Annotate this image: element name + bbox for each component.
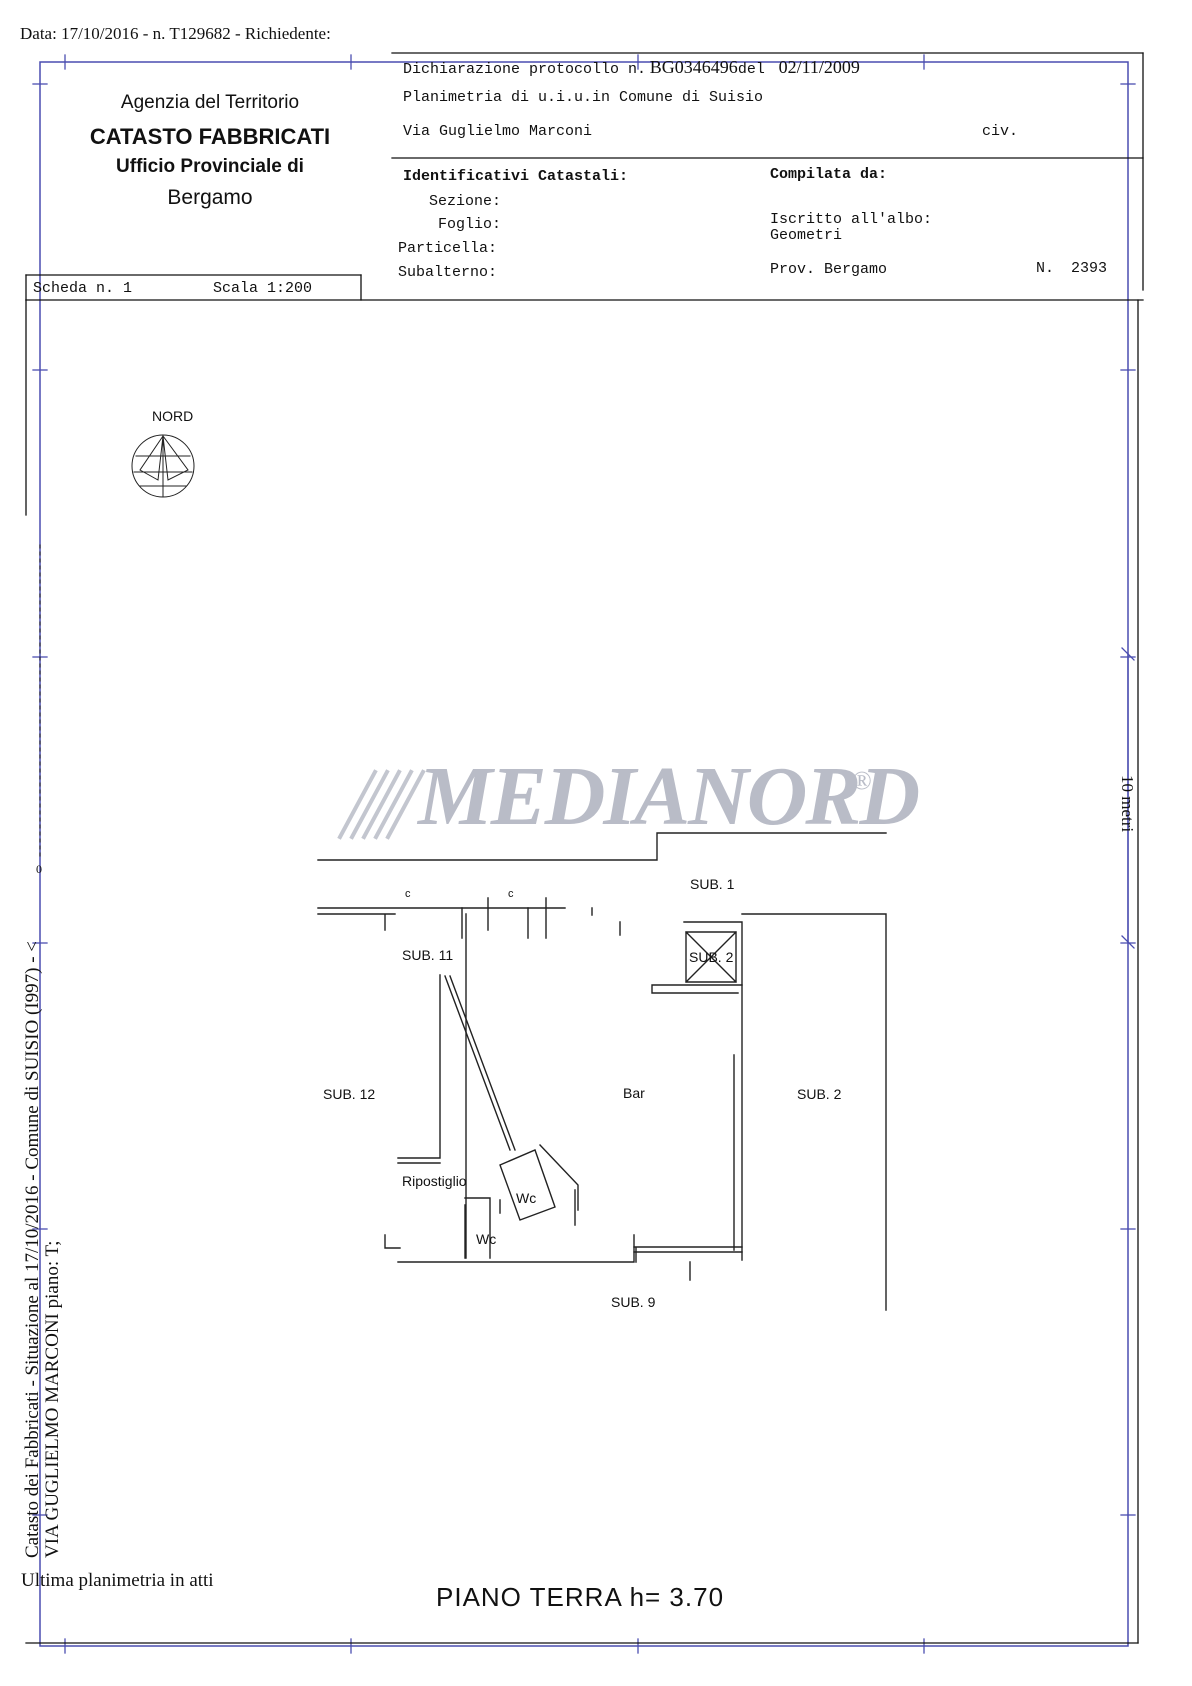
declaration-del-label: del bbox=[737, 61, 765, 78]
declaration-prefix: Dichiarazione protocollo n. bbox=[403, 61, 647, 78]
label-sub-12: SUB. 12 bbox=[323, 1086, 376, 1102]
subalterno-label: Subalterno: bbox=[398, 264, 498, 281]
particella-label: Particella: bbox=[398, 240, 498, 257]
scale-label: Scala 1:200 bbox=[213, 280, 313, 297]
last-plan-note: Ultima planimetria in atti bbox=[21, 1570, 214, 1591]
foglio-label: Foglio: bbox=[438, 216, 502, 233]
floor-title: PIANO TERRA h= 3.70 bbox=[436, 1582, 725, 1612]
side-address-text: VIA GUGLIELMO MARCONI piano: T; bbox=[42, 1240, 63, 1558]
province-label: Prov. Bergamo bbox=[770, 261, 888, 278]
sezione-label: Sezione: bbox=[429, 193, 502, 210]
identificativi-title: Identificativi Catastali: bbox=[403, 168, 629, 185]
north-arrow-icon bbox=[130, 433, 196, 499]
cadastre-title: CATASTO FABBRICATI bbox=[89, 124, 331, 149]
office-label: Ufficio Provinciale di bbox=[116, 156, 304, 177]
scale-bar-label: 10 metri bbox=[1118, 775, 1137, 833]
civ-label: civ. bbox=[982, 123, 1019, 140]
marker-c-2: c bbox=[508, 888, 514, 900]
registration-number: N. 2393 bbox=[1036, 260, 1107, 277]
label-sub-1: SUB. 1 bbox=[690, 876, 735, 892]
request-info-line: Data: 17/10/2016 - n. T129682 - Richiede… bbox=[20, 24, 331, 43]
watermark-logo: MEDIANORD bbox=[418, 750, 920, 843]
agency-name: Agenzia del Territorio bbox=[120, 92, 300, 113]
label-sub-9: SUB. 9 bbox=[611, 1294, 656, 1310]
registration-number-value: 2393 bbox=[1071, 260, 1108, 277]
declaration-date: 02/11/2009 bbox=[778, 57, 860, 77]
marker-c-1: c bbox=[405, 888, 411, 900]
label-wc-2: Wc bbox=[476, 1231, 497, 1247]
north-label: NORD bbox=[152, 408, 194, 424]
office-city: Bergamo bbox=[167, 186, 253, 209]
side-situation-text: Catasto dei Fabbricati - Situazione al 1… bbox=[22, 940, 43, 1558]
declaration-line: Dichiarazione protocollo n. BG0346496del… bbox=[403, 57, 860, 78]
compilata-title: Compilata da: bbox=[770, 166, 888, 183]
label-sub-11: SUB. 11 bbox=[402, 947, 454, 963]
side-marker: 0 bbox=[36, 862, 42, 876]
profession-label: Geometri bbox=[770, 227, 843, 244]
label-sub-2-shaft: SUB. 2 bbox=[689, 949, 734, 965]
watermark-registered: ® bbox=[852, 766, 872, 795]
label-sub-2: SUB. 2 bbox=[797, 1086, 842, 1102]
label-ripostiglio: Ripostiglio bbox=[402, 1173, 467, 1189]
address-line: Via Guglielmo Marconi bbox=[403, 123, 593, 140]
iscritto-label: Iscritto all'albo: bbox=[770, 211, 933, 228]
registration-number-label: N. bbox=[1036, 260, 1055, 277]
planimetria-line: Planimetria di u.i.u.in Comune di Suisio bbox=[403, 89, 764, 106]
scheda-label: Scheda n. 1 bbox=[33, 280, 133, 297]
label-bar: Bar bbox=[623, 1085, 645, 1101]
label-wc-1: Wc bbox=[516, 1190, 537, 1206]
protocol-number: BG0346496 bbox=[649, 57, 738, 77]
